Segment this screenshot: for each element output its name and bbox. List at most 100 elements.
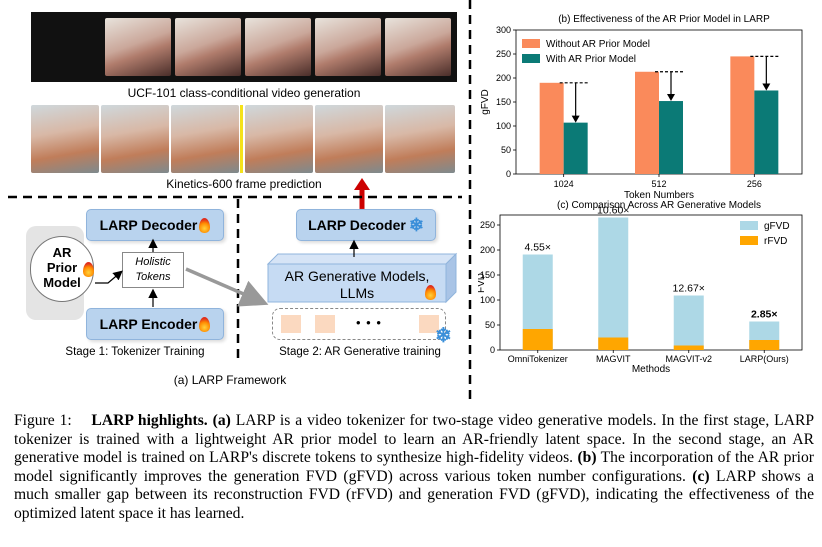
chart-b-ylabel: gFVD: [480, 89, 491, 115]
legend-gfvd: gFVD: [764, 221, 790, 232]
chart-b-xlabel: Token Numbers: [624, 190, 694, 200]
fire-icon: [83, 262, 94, 277]
bar: [539, 82, 564, 174]
caption-c-tag: (c): [692, 467, 710, 485]
holistic-line2: Tokens: [135, 271, 171, 283]
improvement-arrowhead: [571, 115, 580, 123]
ratio-annotation: 4.55×: [524, 242, 551, 254]
framework-subtitle: (a) LARP Framework: [173, 373, 287, 387]
framework-dividers: [8, 0, 472, 400]
y-tick-label: 50: [501, 145, 511, 155]
ar-prior-line2: Prior: [46, 260, 78, 275]
video-frame: [245, 18, 311, 76]
rfvd-bar: [749, 340, 780, 350]
caption-label: Figure 1:: [14, 412, 72, 429]
stage1-arrows: [95, 238, 269, 307]
caption-b-tag: (b): [577, 449, 597, 467]
chart-b-legend: Without AR Prior Model With AR Prior Mod…: [522, 39, 650, 65]
x-tick-label: 1024: [554, 179, 574, 189]
improvement-arrowhead: [762, 83, 771, 91]
ar-generative-box: [266, 252, 458, 304]
ucf-filmstrip: [31, 12, 457, 82]
decoder-label: LARP Decoder: [99, 217, 198, 233]
kinetics-caption: Kinetics-600 frame prediction: [166, 177, 322, 191]
holistic-line1: Holistic: [135, 256, 171, 268]
token-cell: [281, 315, 301, 333]
y-tick-label: 150: [496, 97, 511, 107]
chart-c-legend: gFVD rFVD: [740, 221, 790, 247]
ar-gen-line2: LLMs: [339, 285, 375, 301]
chart-c-xlabel: Methods: [632, 364, 670, 375]
larp-decoder-frozen-box: LARP Decoder❄: [296, 209, 436, 241]
caption-b-text: The incorporation of the AR prior model …: [14, 449, 814, 485]
bar: [754, 90, 779, 174]
chart-c-title: (c) Comparison Across AR Generative Mode…: [557, 200, 761, 211]
rfvd-bar: [522, 329, 553, 350]
video-frame: [175, 18, 241, 76]
decoder2-label: LARP Decoder: [308, 217, 406, 233]
x-tick-label: OmniTokenizer: [508, 354, 568, 364]
token-sequence: [272, 308, 446, 340]
stage2-label: Stage 2: AR Generative training: [279, 346, 441, 358]
video-frame: [105, 18, 171, 76]
stage2-arrows: [349, 239, 359, 257]
y-tick-label: 250: [496, 49, 511, 59]
caption-bold: LARP highlights.: [91, 412, 208, 429]
bar: [563, 122, 588, 174]
y-tick-label: 0: [490, 345, 495, 355]
y-tick-label: 250: [480, 220, 495, 230]
caption-c-text: LARP shows a much smaller gap between it…: [14, 467, 814, 522]
ar-prior-line1: AR: [52, 245, 72, 260]
y-tick-label: 100: [496, 121, 511, 131]
caption-a-text: LARP is a video tokenizer for two-stage …: [14, 412, 815, 467]
larp-encoder-box: LARP Encoder: [86, 308, 224, 340]
video-frame: [245, 105, 313, 173]
holistic-tokens-box: Holistic Tokens: [122, 252, 184, 288]
video-frame: [171, 105, 239, 173]
y-tick-label: 100: [480, 295, 495, 305]
rfvd-bar: [598, 337, 629, 350]
output-arrow: [354, 178, 370, 210]
ratio-annotation: 2.85×: [751, 309, 778, 321]
token-cell: [315, 315, 335, 333]
larp-decoder-box: LARP Decoder: [86, 209, 224, 241]
figure-caption: Figure 1: LARP highlights. (a) LARP is a…: [14, 412, 814, 524]
stage1-label: Stage 1: Tokenizer Training: [65, 346, 205, 358]
bar: [659, 101, 683, 174]
bar: [730, 56, 755, 174]
legend-without: Without AR Prior Model: [546, 39, 650, 50]
snowflake-icon: ❄: [408, 214, 424, 235]
y-tick-label: 0: [506, 169, 511, 179]
prediction-divider: [240, 105, 243, 173]
x-tick-label: MAGVIT-v2: [665, 354, 712, 364]
video-frame: [315, 18, 381, 76]
snowflake-icon: ❄: [435, 325, 452, 347]
y-tick-label: 150: [480, 270, 495, 280]
legend-rfvd: rFVD: [764, 236, 787, 247]
video-frame: [385, 105, 455, 173]
kinetics-filmstrip: [31, 105, 457, 173]
ratio-annotation: 12.67×: [673, 283, 705, 295]
gfvd-bar: [673, 295, 704, 350]
token-cell: [419, 315, 439, 333]
ar-prior-line3: Model: [43, 275, 81, 290]
improvement-arrowhead: [667, 94, 675, 102]
fire-icon: [199, 316, 211, 332]
prior-effectiveness-chart: (b) Effectiveness of the AR Prior Model …: [480, 14, 803, 200]
video-frame: [31, 105, 99, 173]
ucf-caption: UCF-101 class-conditional video generati…: [127, 86, 361, 100]
y-tick-label: 200: [480, 245, 495, 255]
ar-generative-text: AR Generative Models, LLMs: [268, 268, 446, 302]
x-tick-label: LARP(Ours): [740, 354, 789, 364]
ar-gen-line1: AR Generative Models,: [284, 268, 430, 284]
x-tick-label: 512: [651, 179, 666, 189]
generative-comparison-chart: (c) Comparison Across AR Generative Mode…: [478, 200, 803, 375]
x-tick-label: MAGVIT: [596, 354, 631, 364]
video-frame: [385, 18, 451, 76]
ratio-annotation: 10.60×: [597, 205, 629, 217]
bar: [635, 71, 659, 174]
y-tick-label: 50: [485, 320, 495, 330]
x-tick-label: 256: [747, 179, 762, 189]
fire-icon: [199, 217, 211, 233]
caption-a-tag: (a): [212, 412, 231, 429]
